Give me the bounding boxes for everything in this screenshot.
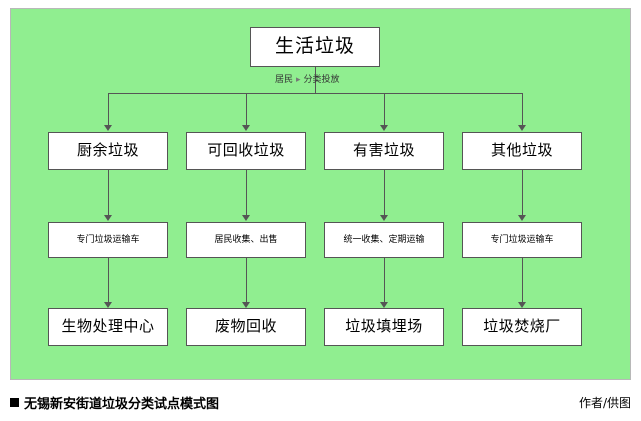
edge-label-from: 居民 [275, 75, 294, 85]
node-category-3[interactable]: 有害垃圾 [324, 132, 444, 170]
connector-cat1-transport1 [108, 170, 109, 215]
node-destination-1-label: 生物处理中心 [61, 317, 155, 336]
node-destination-3[interactable]: 垃圾填埋场 [324, 308, 444, 346]
node-category-4[interactable]: 其他垃圾 [462, 132, 582, 170]
connector-drop-3 [384, 93, 385, 125]
node-destination-4-label: 垃圾焚烧厂 [483, 317, 561, 336]
arrow-transport1-dest1 [104, 302, 112, 308]
node-transport-1[interactable]: 专门垃圾运输车 [48, 222, 168, 258]
connector-transport3-dest3 [384, 258, 385, 302]
connector-cat4-transport4 [522, 170, 523, 215]
node-category-2[interactable]: 可回收垃圾 [186, 132, 306, 170]
arrow-transport3-dest3 [380, 302, 388, 308]
node-destination-1[interactable]: 生物处理中心 [48, 308, 168, 346]
arrow-cat4-transport4 [518, 215, 526, 221]
connector-drop-2 [246, 93, 247, 125]
caption-title: 无锡新安街道垃圾分类试点模式图 [24, 396, 220, 412]
node-transport-3-label: 统一收集、定期运输 [343, 234, 425, 245]
node-transport-4[interactable]: 专门垃圾运输车 [462, 222, 582, 258]
connector-cat3-transport3 [384, 170, 385, 215]
connector-root-trunk [315, 67, 316, 93]
caption-title-group: 无锡新安街道垃圾分类试点模式图 [10, 393, 219, 412]
node-transport-2-label: 居民收集、出售 [214, 234, 278, 245]
node-transport-4-label: 专门垃圾运输车 [490, 234, 554, 245]
node-destination-2-label: 废物回收 [214, 317, 277, 336]
node-transport-3[interactable]: 统一收集、定期运输 [324, 222, 444, 258]
arrow-drop-3 [380, 125, 388, 131]
node-category-4-label: 其他垃圾 [490, 141, 553, 160]
edge-label-root: 居民▸分类投放 [275, 72, 340, 85]
node-category-1[interactable]: 厨余垃圾 [48, 132, 168, 170]
connector-transport1-dest1 [108, 258, 109, 302]
caption-credit: 作者/供图 [578, 395, 631, 410]
bullet-square-icon [10, 397, 19, 407]
arrow-transport2-dest2 [242, 302, 250, 308]
connector-branch-bus [108, 93, 523, 94]
arrow-cat1-transport1 [104, 215, 112, 221]
node-category-3-label: 有害垃圾 [352, 141, 415, 160]
node-destination-3-label: 垃圾填埋场 [345, 317, 423, 336]
arrow-cat2-transport2 [242, 215, 250, 221]
node-destination-4[interactable]: 垃圾焚烧厂 [462, 308, 582, 346]
arrow-drop-1 [104, 125, 112, 131]
connector-transport4-dest4 [522, 258, 523, 302]
node-root-label: 生活垃圾 [274, 35, 355, 58]
edge-label-to: 分类投放 [303, 75, 340, 85]
node-category-1-label: 厨余垃圾 [76, 141, 139, 160]
node-transport-1-label: 专门垃圾运输车 [76, 234, 140, 245]
node-transport-2[interactable]: 居民收集、出售 [186, 222, 306, 258]
arrow-drop-2 [242, 125, 250, 131]
node-root[interactable]: 生活垃圾 [250, 27, 380, 67]
connector-cat2-transport2 [246, 170, 247, 215]
connector-drop-4 [522, 93, 523, 125]
edge-label-separator: ▸ [296, 75, 301, 85]
node-category-2-label: 可回收垃圾 [207, 141, 285, 160]
connector-transport2-dest2 [246, 258, 247, 302]
connector-drop-1 [108, 93, 109, 125]
arrow-cat3-transport3 [380, 215, 388, 221]
caption-bar: 无锡新安街道垃圾分类试点模式图 作者/供图 [10, 392, 631, 412]
arrow-drop-4 [518, 125, 526, 131]
arrow-transport4-dest4 [518, 302, 526, 308]
node-destination-2[interactable]: 废物回收 [186, 308, 306, 346]
